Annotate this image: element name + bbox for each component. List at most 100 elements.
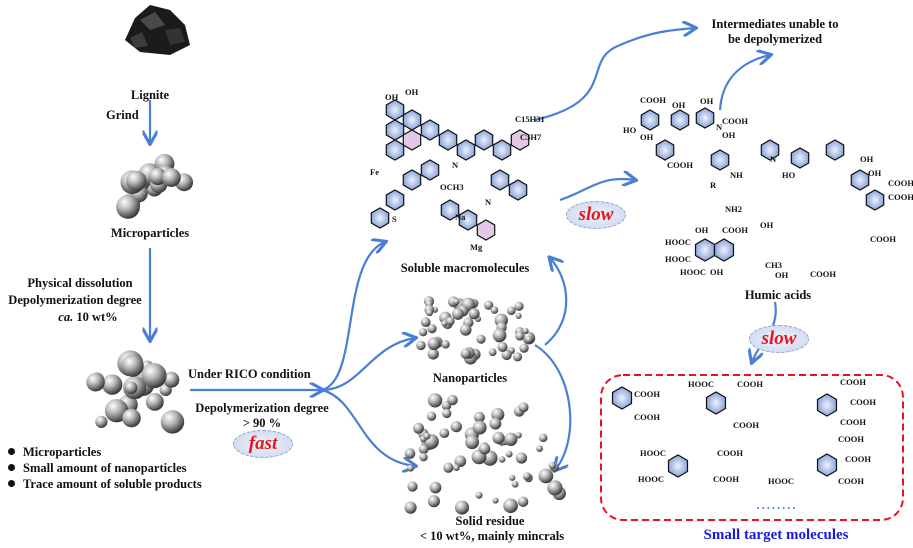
arrow-nano-to-residue <box>534 344 572 470</box>
benzene-ring <box>476 219 496 241</box>
solid-residue-sphere <box>515 432 522 439</box>
physical-dissolution-label: Physical dissolution <box>27 276 133 290</box>
functional-group-label: OH <box>700 96 714 106</box>
nanoparticle-sphere <box>441 320 448 327</box>
solid-residue-sphere <box>515 452 528 464</box>
arrow-soluble-to-humic <box>559 179 635 202</box>
target-molecule-group-label: COOH <box>733 420 759 430</box>
benzene-ring <box>492 139 512 161</box>
depolymerization-degree-value: ca. 10 wt% <box>58 310 117 324</box>
benzene-ring <box>510 129 530 151</box>
solid-residue-sphere <box>505 450 513 458</box>
particle-sphere <box>122 408 141 428</box>
particle-sphere <box>163 371 180 388</box>
benzene-ring <box>402 169 422 191</box>
functional-group-label: Mg <box>470 242 483 252</box>
particle-sphere <box>124 381 138 395</box>
ca-prefix: ca. <box>58 310 74 324</box>
solid-residue-sphere <box>450 421 462 433</box>
nanoparticle-sphere <box>425 309 434 317</box>
particle-sphere <box>102 374 123 395</box>
microparticle-sphere <box>149 167 167 186</box>
microparticle-sphere <box>126 170 147 192</box>
benzene-ring <box>710 149 730 171</box>
benzene-ring <box>670 109 690 131</box>
nanoparticle-sphere <box>522 327 529 335</box>
target-molecule-group-label: COOH <box>634 412 660 422</box>
more-molecules-ellipsis: ........ <box>756 498 798 512</box>
functional-group-label: COOH <box>667 160 693 170</box>
functional-group-label: COOH <box>722 225 748 235</box>
solid-residue-sphere <box>473 411 485 423</box>
benzene-ring <box>667 454 689 478</box>
target-molecule-group-label: COOH <box>838 476 864 486</box>
benzene-ring <box>458 209 478 231</box>
solid-residue-sphere <box>447 394 458 406</box>
solid-residue-sphere <box>509 474 516 481</box>
functional-group-label: HO <box>782 170 796 180</box>
target-molecule-group-label: HOOC <box>640 448 666 458</box>
nanoparticle-sphere <box>452 307 464 320</box>
functional-group-label: HOOC <box>665 237 691 247</box>
benzene-ring <box>420 159 440 181</box>
target-molecule-group-label: COOH <box>840 377 866 387</box>
benzene-ring <box>760 139 780 161</box>
target-molecule-group-label: HOOC <box>688 379 714 389</box>
functional-group-label: COOH <box>888 192 913 202</box>
solid-residue-sphere <box>442 408 452 419</box>
solid-residue-sphere <box>536 445 544 452</box>
nanoparticle-sphere <box>441 340 450 349</box>
target-molecule-group-label: COOH <box>838 434 864 444</box>
benzene-ring <box>385 189 405 211</box>
nanoparticle-sphere <box>525 335 533 344</box>
intermediates-label-line2: be depolymerized <box>727 32 823 46</box>
functional-group-label: COOH <box>870 234 896 244</box>
benzene-ring <box>825 139 845 161</box>
functional-group-label: N <box>452 160 459 170</box>
functional-group-label: OH <box>775 270 789 280</box>
solid-residue-sphere <box>498 456 506 463</box>
solid-residue-sphere <box>404 501 417 514</box>
solid-residue-sphere <box>511 480 519 488</box>
arrow-to-nanoparticles <box>321 338 415 392</box>
solid-residue-sphere <box>439 428 450 439</box>
target-molecule-group-label: COOH <box>713 474 739 484</box>
bullet-item: Microparticles <box>8 445 101 460</box>
bullet-item: Trace amount of soluble products <box>8 477 202 492</box>
nanoparticle-sphere <box>515 331 525 341</box>
solid-residue-sphere <box>413 422 424 434</box>
particle-sphere <box>160 410 185 434</box>
benzene-ring <box>370 207 390 229</box>
functional-group-label: N <box>770 154 777 164</box>
functional-group-label: NH2 <box>725 204 742 214</box>
bullet-text: Small amount of nanoparticles <box>23 461 187 475</box>
depolymerization-degree-label: Depolymerization degree <box>8 293 142 307</box>
solid-residue-sphere <box>423 432 431 440</box>
target-molecule-group-label: COOH <box>717 448 743 458</box>
functional-group-label: COOH <box>888 178 913 188</box>
depolymerization-degree-2-label: Depolymerization degree <box>195 401 329 415</box>
rico-condition-label: Under RICO condition <box>188 367 311 381</box>
nanoparticle-sphere <box>453 298 460 305</box>
fast-badge: fast <box>233 430 293 458</box>
solid-residue-sphere <box>547 480 563 496</box>
slow-badge: slow <box>749 325 809 353</box>
bullet-text: Trace amount of soluble products <box>23 477 202 491</box>
solid-residue-sphere <box>472 420 487 435</box>
benzene-ring <box>865 189 885 211</box>
functional-group-label: OH <box>640 132 654 142</box>
solid-residue-detail: < 10 wt%, mainly mincrals <box>419 529 565 543</box>
functional-group-label: COOH <box>722 116 748 126</box>
target-molecule-group-label: HOOC <box>768 476 794 486</box>
functional-group-label: C15H31 <box>515 114 545 124</box>
nanoparticle-sphere <box>476 334 486 344</box>
benzene-ring <box>508 179 528 201</box>
particle-sphere <box>86 372 105 392</box>
functional-group-label: HOOC <box>665 254 691 264</box>
arrow-nano-to-soluble <box>544 258 568 346</box>
benzene-ring <box>816 393 838 417</box>
solid-residue-sphere <box>538 468 554 484</box>
functional-group-label: OH <box>695 225 709 235</box>
microparticle-sphere <box>161 168 181 187</box>
nanoparticle-sphere <box>519 343 529 353</box>
